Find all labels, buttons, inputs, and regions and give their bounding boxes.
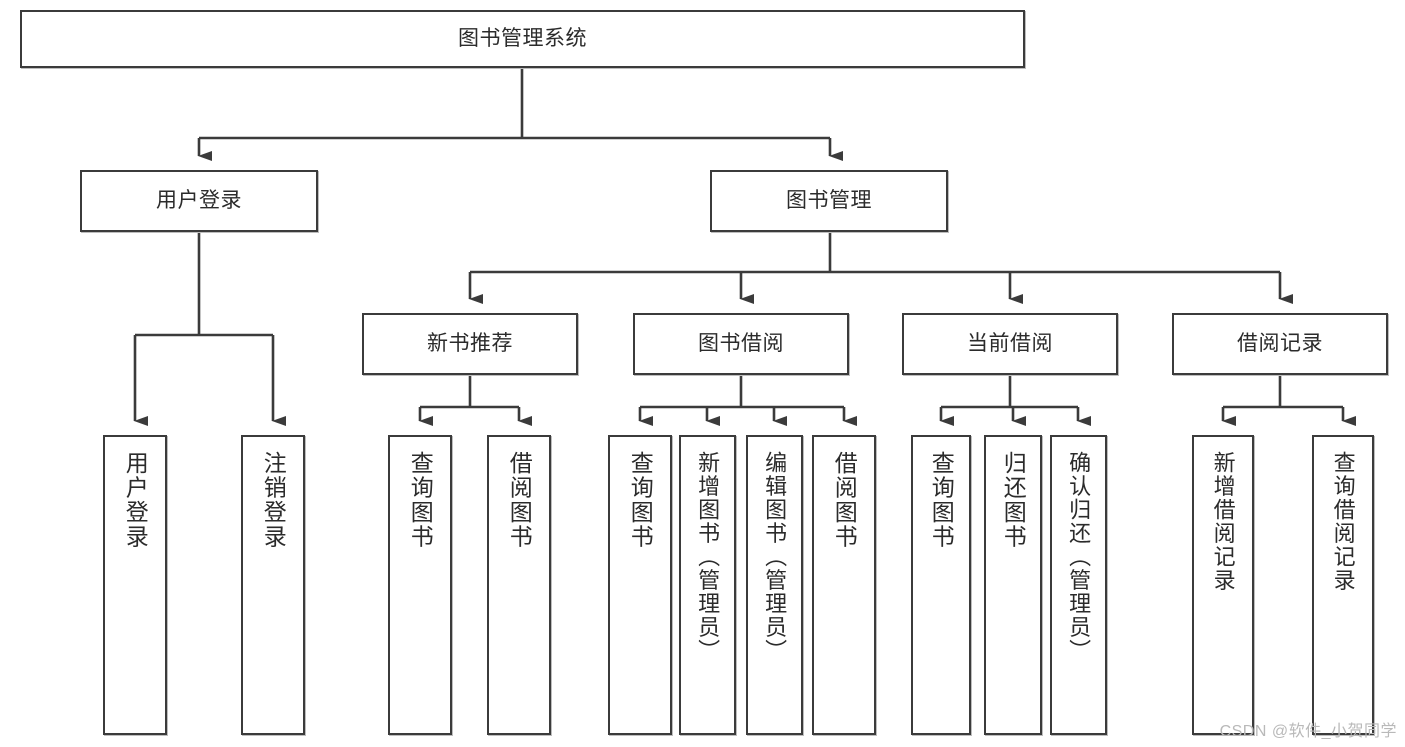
node-new-book-recommend-label: 新书推荐 (427, 332, 513, 356)
leaf-add-book-admin[interactable]: 新增图书（管理员） (679, 435, 736, 735)
leaf-add-borrow-record-label: 新增借阅记录 (1210, 451, 1236, 592)
node-book-borrow-label: 图书借阅 (698, 332, 784, 356)
leaf-user-login-label: 用户登录 (122, 451, 149, 549)
leaf-edit-book-admin-label: 编辑图书（管理员） (762, 451, 788, 663)
leaf-edit-book-admin[interactable]: 编辑图书（管理员） (746, 435, 803, 735)
leaf-logout-label: 注销登录 (260, 451, 287, 549)
node-current-borrow-label: 当前借阅 (967, 332, 1053, 356)
leaf-add-borrow-record[interactable]: 新增借阅记录 (1192, 435, 1254, 735)
leaf-query-book-newbook[interactable]: 查询图书 (388, 435, 452, 735)
leaf-query-book-borrow[interactable]: 查询图书 (608, 435, 672, 735)
node-root-label: 图书管理系统 (458, 27, 587, 51)
node-current-borrow[interactable]: 当前借阅 (902, 313, 1118, 375)
leaf-query-book-current-label: 查询图书 (928, 451, 955, 549)
node-book-management[interactable]: 图书管理 (710, 170, 948, 232)
leaf-query-borrow-record[interactable]: 查询借阅记录 (1312, 435, 1374, 735)
leaf-add-book-admin-label: 新增图书（管理员） (695, 451, 721, 663)
leaf-borrow-book-label: 借阅图书 (831, 451, 858, 549)
node-user-login-label: 用户登录 (156, 189, 242, 213)
leaf-borrow-book-newbook-label: 借阅图书 (506, 451, 533, 549)
leaf-query-book-current[interactable]: 查询图书 (911, 435, 971, 735)
csdn-watermark: CSDN @软件_小贺同学 (1219, 723, 1397, 740)
node-borrow-record[interactable]: 借阅记录 (1172, 313, 1388, 375)
node-new-book-recommend[interactable]: 新书推荐 (362, 313, 578, 375)
leaf-confirm-return-admin[interactable]: 确认归还（管理员） (1050, 435, 1107, 735)
node-root[interactable]: 图书管理系统 (20, 10, 1025, 68)
leaf-user-login[interactable]: 用户登录 (103, 435, 167, 735)
leaf-borrow-book-newbook[interactable]: 借阅图书 (487, 435, 551, 735)
leaf-return-book[interactable]: 归还图书 (984, 435, 1042, 735)
leaf-logout[interactable]: 注销登录 (241, 435, 305, 735)
leaf-borrow-book[interactable]: 借阅图书 (812, 435, 876, 735)
leaf-query-borrow-record-label: 查询借阅记录 (1330, 451, 1356, 592)
node-user-login[interactable]: 用户登录 (80, 170, 318, 232)
node-borrow-record-label: 借阅记录 (1237, 332, 1323, 356)
leaf-confirm-return-admin-label: 确认归还（管理员） (1066, 451, 1092, 663)
leaf-return-book-label: 归还图书 (1000, 451, 1027, 549)
leaf-query-book-newbook-label: 查询图书 (407, 451, 434, 549)
node-book-management-label: 图书管理 (786, 189, 872, 213)
node-book-borrow[interactable]: 图书借阅 (633, 313, 849, 375)
leaf-query-book-borrow-label: 查询图书 (627, 451, 654, 549)
